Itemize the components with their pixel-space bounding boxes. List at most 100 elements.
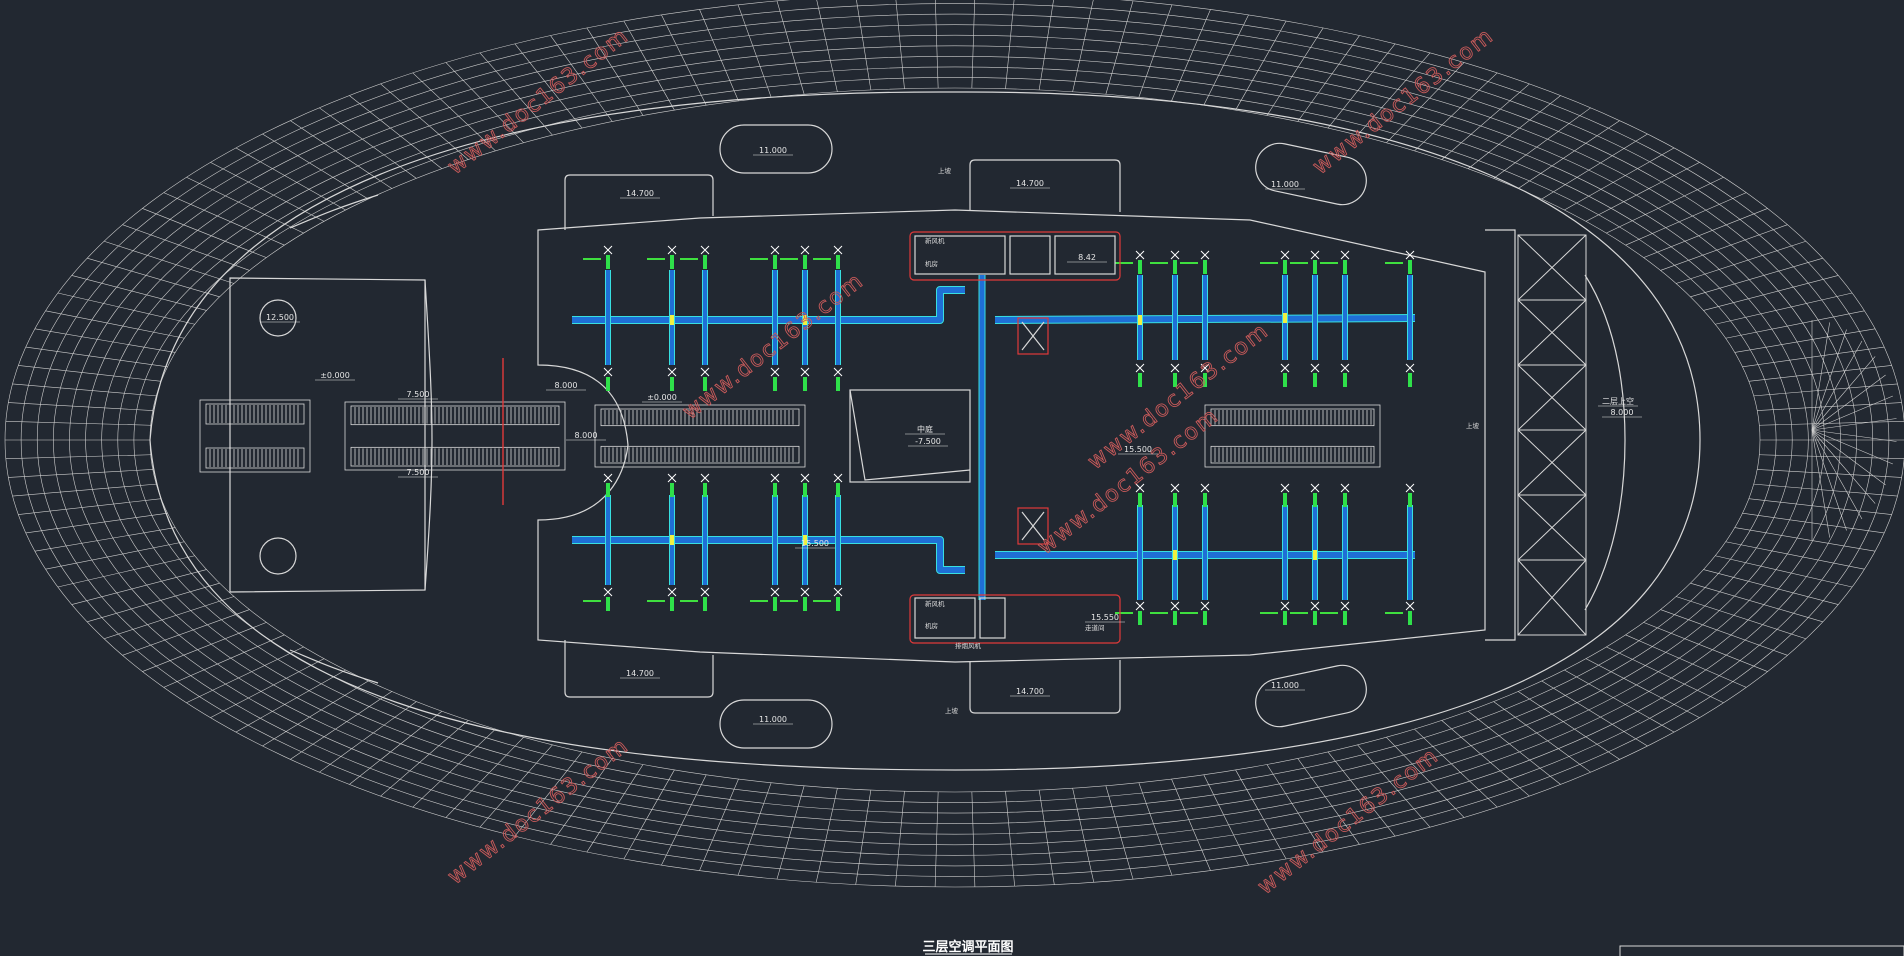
- grid-rib: [1171, 9, 1211, 102]
- label-core-bottom-note: 排烟风机: [955, 641, 982, 650]
- west-lobby: [229, 277, 426, 593]
- watermark-text: www.doc163.com: [443, 23, 634, 180]
- grid-ring: [36, 13, 1874, 867]
- elevation-top-island-right: 11.000: [1271, 180, 1299, 189]
- grid-rib: [1734, 328, 1876, 353]
- lift-top: [1017, 317, 1049, 355]
- air-diffuser-icon: [667, 587, 677, 611]
- label-core-bottom-room-1: 新风机: [925, 599, 945, 608]
- air-diffuser-icon: [603, 473, 613, 497]
- grid-rib: [1748, 365, 1892, 382]
- grid-rib: [1625, 634, 1747, 688]
- grid-rib: [1753, 483, 1898, 497]
- grid-rib: [1541, 133, 1648, 200]
- grid-rib: [550, 35, 613, 122]
- watermark-text: www.doc163.com: [1253, 743, 1444, 900]
- grid-rib: [103, 596, 235, 640]
- air-diffuser-icon: [1340, 483, 1350, 507]
- grid-rib: [1357, 52, 1431, 136]
- label-core-top-room-2: 机房: [925, 259, 938, 268]
- grid-rib: [34, 527, 176, 552]
- grid-rib: [1441, 83, 1530, 160]
- air-diffuser-icon: [603, 587, 613, 611]
- grid-rib: [1742, 346, 1885, 368]
- grid-rib: [1357, 744, 1431, 828]
- duct-size-tag: [680, 600, 698, 602]
- grid-rib: [71, 275, 207, 311]
- core-top-red: [909, 231, 1121, 281]
- grid-rib: [18, 498, 162, 515]
- air-diffuser-icon: [1135, 601, 1145, 625]
- elevation-top-room-left: 14.700: [626, 189, 654, 198]
- air-diffuser-icon: [770, 473, 780, 497]
- elevation-center-mid: 15.500: [801, 539, 829, 548]
- grid-rib: [699, 9, 739, 102]
- duct-size-tag: [1290, 262, 1308, 264]
- air-diffuser-icon: [800, 367, 810, 391]
- air-diffuser-icon: [1310, 483, 1320, 507]
- air-diffuser-icon: [833, 367, 843, 391]
- west-circle-top-shape: [259, 299, 297, 337]
- grid-rib: [290, 120, 392, 189]
- grid-rib: [12, 483, 157, 497]
- elevation-bottom-room-mid: 14.700: [1016, 687, 1044, 696]
- elevation-bottom-room-left: 14.700: [626, 669, 654, 678]
- duct-size-tag: [813, 258, 831, 260]
- grid-rib: [1564, 669, 1675, 733]
- grid-rib: [1266, 27, 1324, 116]
- grid-ring: [85, 45, 1825, 835]
- grid-rib: [1725, 310, 1865, 339]
- grid-rib: [1105, 785, 1134, 880]
- air-diffuser-icon: [1200, 601, 1210, 625]
- grid-rib: [57, 292, 195, 325]
- duct-size-tag: [1320, 612, 1338, 614]
- grid-rib: [1757, 402, 1902, 411]
- grid-rib: [1518, 120, 1620, 189]
- supply-air-ducts: [572, 245, 1416, 625]
- east-arc: [1584, 274, 1626, 611]
- elevation-center-void-label: 中庭: [917, 424, 933, 434]
- grid-rib: [380, 83, 469, 160]
- grid-rib: [25, 346, 168, 368]
- grid-rib: [1005, 0, 1015, 89]
- grid-rib: [186, 646, 304, 704]
- bottom-room-left-shape: [564, 640, 714, 698]
- air-diffuser-icon: [833, 245, 843, 269]
- air-diffuser-icon: [1135, 363, 1145, 387]
- air-diffuser-icon: [800, 473, 810, 497]
- air-diffuser-icon: [700, 587, 710, 611]
- duct-size-tag: [1260, 612, 1278, 614]
- elevation-bottom-island-right: 11.000: [1271, 681, 1299, 690]
- elevation-bottom-island-left: 11.000: [759, 715, 787, 724]
- duct-size-tag: [583, 258, 601, 260]
- bottom-island-right-shape: [1255, 664, 1367, 728]
- bottom-island-left-shape: [719, 699, 833, 749]
- core-bottom-red: [909, 594, 1121, 644]
- air-diffuser-icon: [1135, 250, 1145, 274]
- east-lattice: [1517, 234, 1587, 636]
- grid-rib: [1759, 454, 1904, 460]
- air-diffuser-icon: [1310, 601, 1320, 625]
- grid-rib: [445, 62, 524, 144]
- west-circle-bottom-shape: [259, 537, 297, 575]
- watermark-text: www.doc163.com: [1308, 23, 1499, 180]
- duct-size-tag: [780, 258, 798, 260]
- grid-rib: [319, 107, 417, 179]
- elevation-east-mid: 15.500: [1124, 445, 1152, 454]
- grid-rib: [514, 751, 583, 837]
- air-diffuser-icon: [603, 367, 613, 391]
- grid-rib: [586, 764, 644, 853]
- grid-rib: [1675, 240, 1807, 284]
- grid-rib: [1606, 646, 1724, 704]
- duct-size-tag: [583, 600, 601, 602]
- elevation-west-edge-2: 8.000: [575, 431, 598, 440]
- grid-rib: [934, 791, 939, 887]
- air-diffuser-icon: [1340, 363, 1350, 387]
- air-diffuser-icon: [1170, 363, 1180, 387]
- duct-size-tag: [1385, 262, 1403, 264]
- grid-rib: [142, 208, 267, 258]
- grid-rib: [1203, 774, 1249, 866]
- title-block: [1619, 945, 1904, 956]
- grid-rib: [1625, 192, 1747, 246]
- grid-rib: [737, 4, 772, 98]
